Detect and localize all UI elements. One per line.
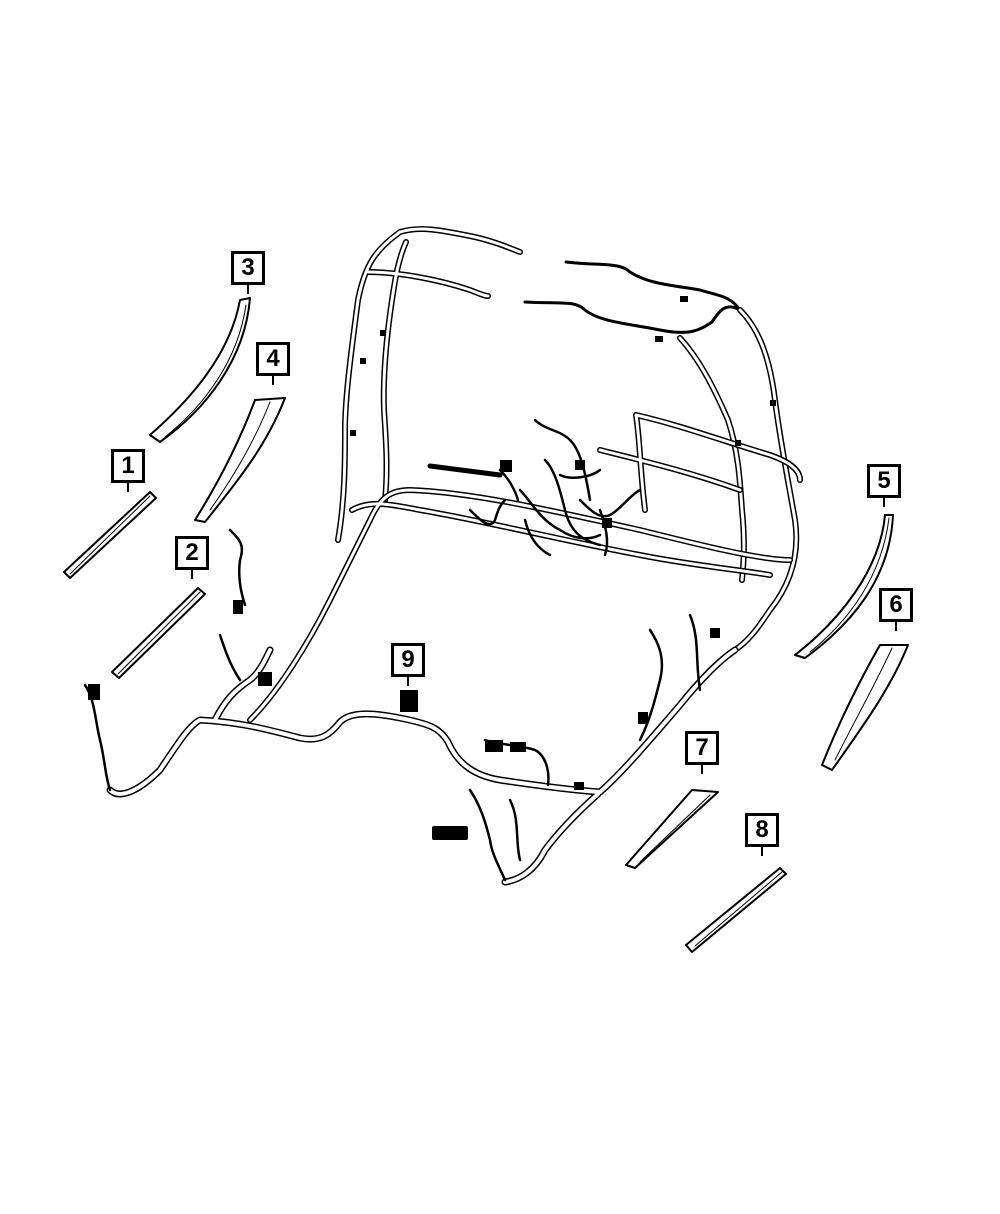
leader-line <box>761 847 763 856</box>
center-branches <box>468 418 642 557</box>
shield-6 <box>821 644 909 771</box>
callout-label: 8 <box>755 816 769 843</box>
callout-8: 8 <box>745 813 779 847</box>
shield-3 <box>149 297 251 443</box>
callout-5: 5 <box>867 464 901 498</box>
leader-line <box>701 765 703 774</box>
leader-line <box>883 498 885 507</box>
shield-7 <box>625 789 719 869</box>
shield-8 <box>685 867 787 953</box>
leader-line <box>191 570 193 579</box>
callout-label: 7 <box>695 734 709 761</box>
leader-line <box>272 376 274 385</box>
trim-shields <box>63 297 909 953</box>
callout-1: 1 <box>111 449 145 483</box>
leader-line <box>895 622 897 631</box>
callout-6: 6 <box>879 588 913 622</box>
callout-7: 7 <box>685 731 719 765</box>
callout-label: 2 <box>185 539 199 566</box>
leader-line <box>247 285 249 294</box>
callout-4: 4 <box>256 342 290 376</box>
callout-label: 5 <box>877 467 891 494</box>
shield-4 <box>194 397 286 523</box>
callout-label: 3 <box>241 254 255 281</box>
callout-label: 1 <box>121 452 135 479</box>
callout-label: 4 <box>266 345 280 372</box>
callout-label: 6 <box>889 591 903 618</box>
callout-label: 9 <box>401 646 415 673</box>
leader-line <box>407 677 409 686</box>
roof-harness-right <box>523 260 742 334</box>
callout-9: 9 <box>391 643 425 677</box>
callout-2: 2 <box>175 536 209 570</box>
leader-line <box>127 483 129 492</box>
shield-detail <box>69 304 893 947</box>
shield-5 <box>794 514 894 659</box>
callout-3: 3 <box>231 251 265 285</box>
connectors <box>88 296 776 840</box>
